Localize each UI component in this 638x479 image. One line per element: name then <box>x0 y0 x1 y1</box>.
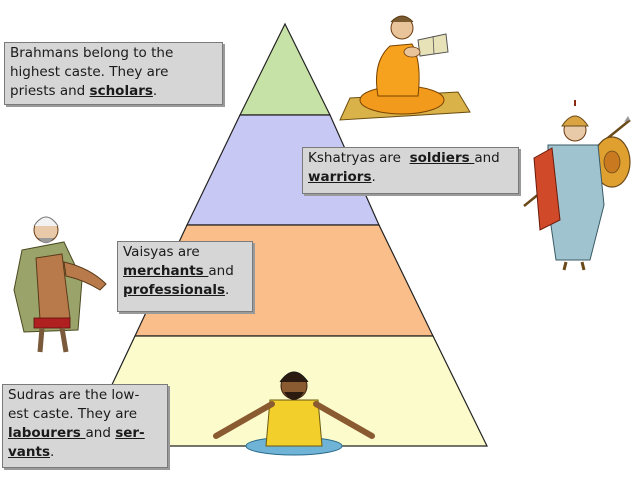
sudras-keyword-2: ser- <box>115 425 145 441</box>
vaisyas-text-box: Vaisyas are merchants and professionals. <box>117 241 253 312</box>
kshatriyas-keyword-1: soldiers <box>409 150 475 166</box>
merchant-figure <box>13 216 107 353</box>
brahmans-line-3-end: . <box>152 83 158 99</box>
brahmans-line-1: Brahmans belong to the <box>10 45 174 61</box>
sudras-line-3-mid: and <box>85 425 116 441</box>
kshatriyas-line-1: Kshatryas are soldiers and <box>308 149 513 168</box>
sudras-line-4-end: . <box>50 444 55 460</box>
kshatriyas-line-2: warriors. <box>308 168 513 187</box>
vaisyas-line-2-end: and <box>208 263 234 279</box>
vaisyas-line-3-end: . <box>224 282 230 298</box>
warrior-figure <box>523 100 631 271</box>
laborer-figure <box>213 371 375 456</box>
brahmans-text-box: Brahmans belong to the highest caste. Th… <box>4 42 223 105</box>
sudras-line-4: vants. <box>8 443 162 462</box>
brahmans-keyword: scholars <box>89 83 153 99</box>
kshatriyas-line-1-end: and <box>474 150 500 166</box>
sudras-text-box: Sudras are the low- est caste. They are … <box>2 384 168 468</box>
sudras-line-2: est caste. They are <box>8 406 138 422</box>
tier-brahmans <box>239 22 331 116</box>
vaisyas-line-3: professionals. <box>123 281 247 300</box>
vaisyas-keyword-2: professionals <box>123 282 225 298</box>
brahmans-line-2: highest caste. They are <box>10 64 169 80</box>
sudras-line-1: Sudras are the low- <box>8 387 140 403</box>
reading-monk-figure <box>339 15 471 121</box>
brahmans-line-3-text: priests and <box>10 83 90 99</box>
kshatriyas-keyword-2: warriors <box>308 169 372 185</box>
sudras-keyword-3: vants <box>8 444 51 460</box>
kshatriyas-line-1-text: Kshatryas are <box>308 150 410 166</box>
vaisyas-line-1: Vaisyas are <box>123 244 200 260</box>
sudras-keyword-1: labourers <box>8 425 86 441</box>
brahmans-line-3: priests and scholars. <box>10 82 217 101</box>
vaisyas-line-2: merchants and <box>123 262 247 281</box>
kshatriyas-line-2-end: . <box>371 169 376 185</box>
kshatriyas-text-box: Kshatryas are soldiers and warriors. <box>302 147 519 194</box>
sudras-line-3: labourers and ser- <box>8 424 162 443</box>
vaisyas-keyword-1: merchants <box>123 263 209 279</box>
